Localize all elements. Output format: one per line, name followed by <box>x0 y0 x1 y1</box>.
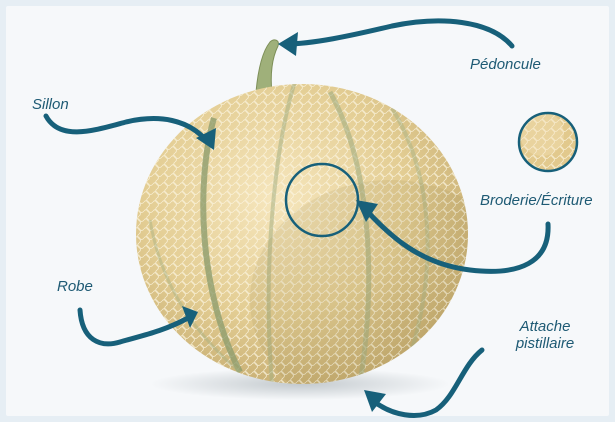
label-broderie: Broderie/Écriture <box>480 192 593 209</box>
pedoncule-arrow <box>286 21 512 46</box>
label-sillon: Sillon <box>32 96 69 113</box>
broderie-zoom-inset <box>515 110 581 176</box>
stem <box>256 40 278 94</box>
label-attache-line1: Attache <box>500 318 590 335</box>
pedoncule-arrowhead <box>278 32 298 56</box>
label-attache-line2: pistillaire <box>500 335 590 352</box>
label-robe: Robe <box>57 278 93 295</box>
label-pedoncule: Pédoncule <box>470 56 541 73</box>
label-attache-pistillaire: Attache pistillaire <box>500 318 590 352</box>
